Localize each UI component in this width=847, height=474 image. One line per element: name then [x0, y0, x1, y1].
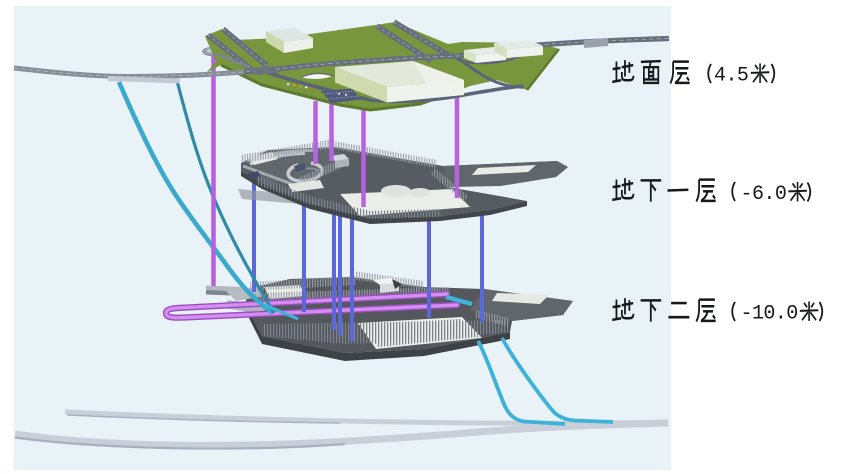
svg-text:-10.0: -10.0 — [741, 303, 798, 326]
svg-text:-6.0: -6.0 — [741, 183, 787, 206]
svg-text:4.5: 4.5 — [714, 65, 748, 88]
